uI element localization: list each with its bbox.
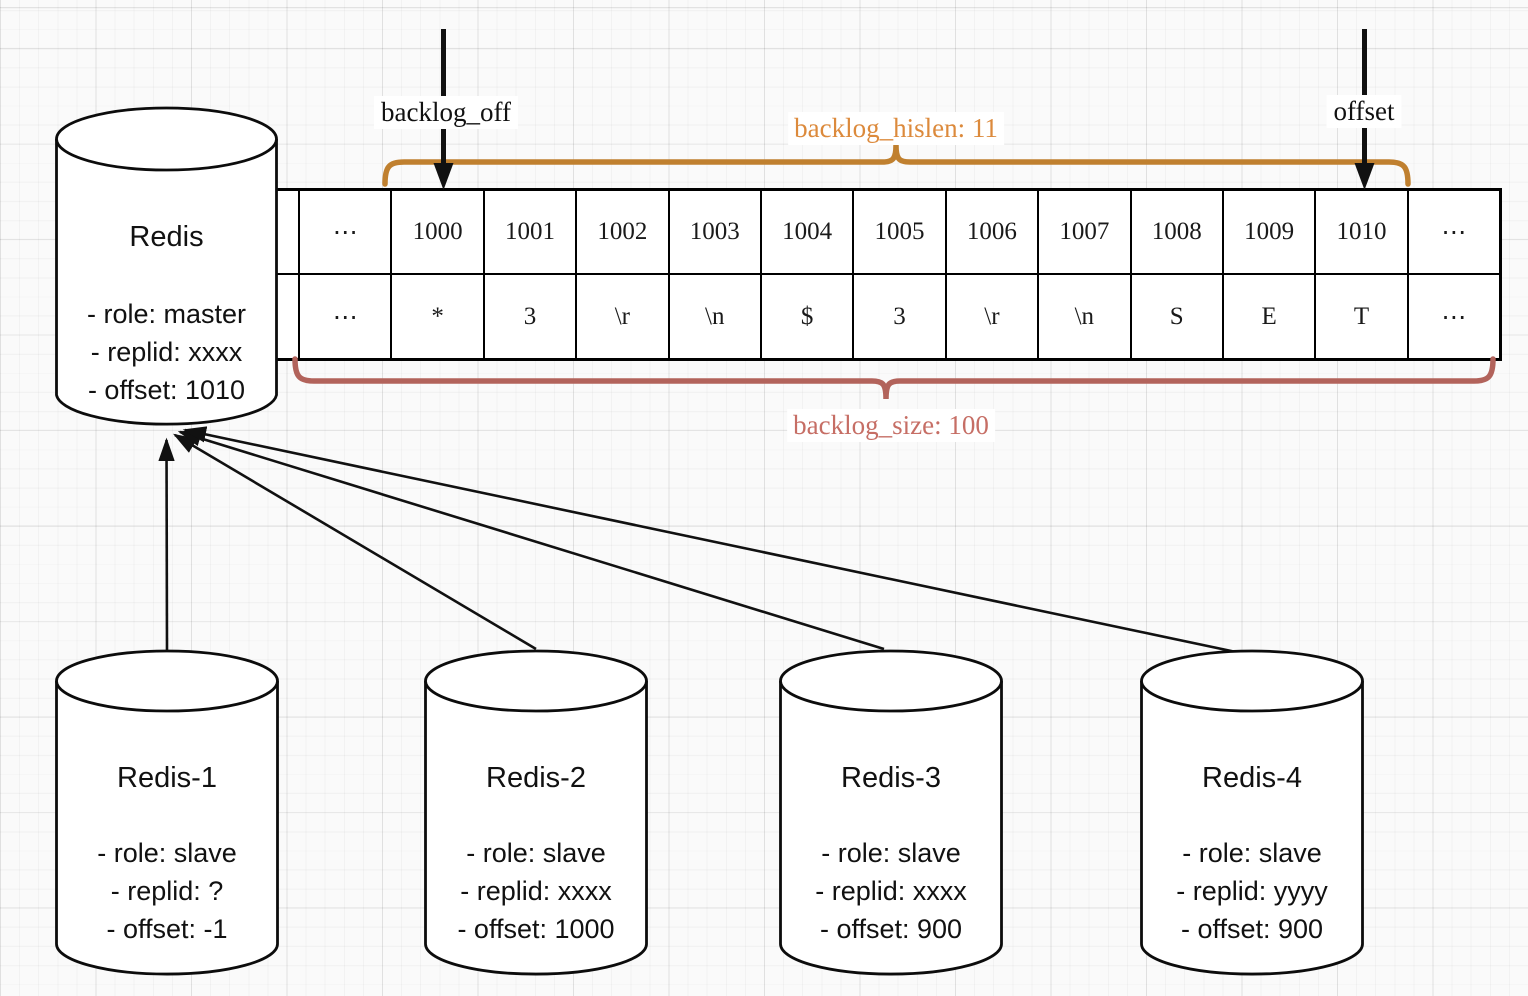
- replication-arrow-redis-4: [182, 426, 1237, 654]
- replication-arrow-redis-3: [177, 430, 885, 651]
- table-cell: 1010: [1314, 191, 1406, 273]
- table-cell: 1003: [667, 191, 760, 273]
- offset-arrowhead: [1354, 163, 1375, 190]
- redis-4-cylinder-shape: [1140, 649, 1364, 976]
- replication-arrow-redis-1: [158, 437, 175, 653]
- table-cell: T: [1314, 275, 1406, 358]
- offset-label: offset: [1326, 95, 1402, 128]
- table-cell: \n: [667, 275, 760, 358]
- table-cell: S: [1129, 275, 1222, 358]
- table-cell: 1002: [575, 191, 667, 273]
- table-cell: 1000: [390, 191, 482, 273]
- table-cell: 1006: [944, 191, 1037, 273]
- backlog-off-label: backlog_off: [374, 96, 518, 129]
- table-cell: 3: [482, 275, 575, 358]
- table-cell: \n: [1037, 275, 1129, 358]
- table-cell: 1007: [1037, 191, 1129, 273]
- table-cell: ⋯: [298, 275, 390, 358]
- table-cell: 1009: [1221, 191, 1314, 273]
- hislen-brace: [382, 144, 1411, 187]
- table-cell: 1004: [759, 191, 852, 273]
- redis-2-cylinder-shape: [424, 649, 648, 976]
- backlog-hislen-label: backlog_hislen: 11: [788, 112, 1004, 145]
- table-cell: ⋯: [1406, 191, 1499, 273]
- table-cell: \r: [944, 275, 1037, 358]
- redis-1-cylinder-shape: [55, 649, 279, 976]
- table-cell: ⋯: [1406, 275, 1499, 358]
- table-cell: $: [759, 275, 852, 358]
- size-brace: [292, 356, 1496, 400]
- backlog-off-arrowhead: [433, 163, 454, 190]
- table-cell: ⋯: [298, 191, 390, 273]
- table-cell: 1008: [1129, 191, 1222, 273]
- table-cell: 1001: [482, 191, 575, 273]
- redis-3-cylinder-shape: [779, 649, 1003, 976]
- table-cell: *: [390, 275, 482, 358]
- master-cylinder-shape: [55, 106, 278, 426]
- replication-arrow-redis-2: [172, 433, 537, 651]
- backlog-size-label: backlog_size: 100: [787, 409, 995, 442]
- table-cell: E: [1221, 275, 1314, 358]
- table-cell: 3: [852, 275, 944, 358]
- table-cell: \r: [575, 275, 667, 358]
- table-cell: 1005: [852, 191, 944, 273]
